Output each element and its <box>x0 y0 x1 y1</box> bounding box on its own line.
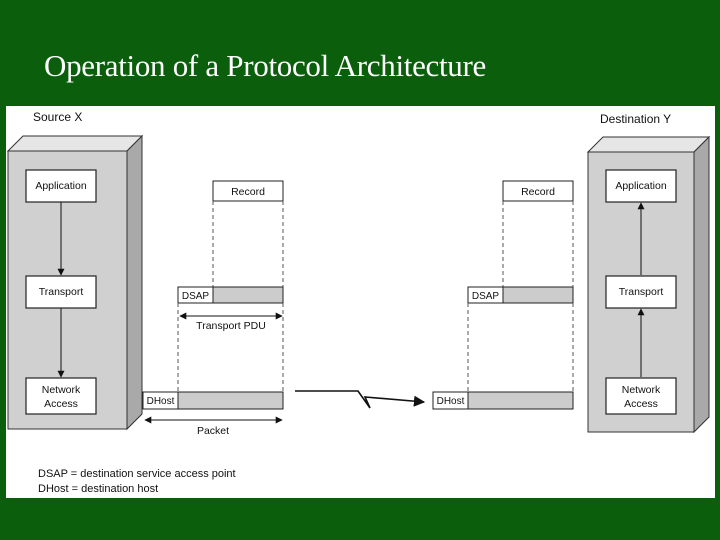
source-network-label-1: Network <box>42 384 81 396</box>
destination-label: Destination Y <box>600 112 671 126</box>
source-label: Source X <box>33 110 82 124</box>
legend-dhost: DHost = destination host <box>38 483 158 495</box>
destination-transport-label: Transport <box>619 286 664 298</box>
slide-title: Operation of a Protocol Architecture <box>44 48 486 83</box>
transport-pdu-label: Transport PDU <box>196 320 266 332</box>
source-application-box <box>25 169 97 203</box>
right-dhost-label: DHost <box>437 396 465 407</box>
source-network-label-2: Access <box>44 398 78 410</box>
source-stack-side <box>126 134 143 431</box>
destination-network-access-box <box>605 377 677 415</box>
destination-network-label-2: Access <box>624 398 658 410</box>
source-stack-top <box>6 135 144 152</box>
destination-network-label-1: Network <box>622 384 661 396</box>
right-record-label: Record <box>521 186 555 198</box>
source-transport-label: Transport <box>39 286 84 298</box>
left-dhost-label: DHost <box>147 396 175 407</box>
left-record-box <box>212 180 284 202</box>
network-transmission-arrow <box>295 390 426 409</box>
left-dsap-label: DSAP <box>182 291 210 302</box>
right-packet-payload <box>467 391 574 410</box>
legend: DSAP = destination service access point … <box>38 468 236 495</box>
destination-stack-side <box>693 135 710 434</box>
source-stack: Source X Application Transport Network A… <box>6 110 144 431</box>
left-record-label: Record <box>231 186 265 198</box>
destination-application-box <box>605 169 677 203</box>
left-transport-payload <box>212 286 284 304</box>
left-packet-payload <box>177 391 284 410</box>
left-data-units: Record DSAP Transport PDU DHost Packet <box>142 180 284 437</box>
destination-stack: Destination Y Application Transport Netw… <box>586 112 711 434</box>
right-record-box <box>502 180 574 202</box>
right-dsap-label: DSAP <box>472 291 500 302</box>
packet-label: Packet <box>197 425 229 437</box>
source-network-access-box <box>25 377 97 415</box>
right-data-units: Record DSAP DHost <box>432 180 574 410</box>
destination-application-label: Application <box>615 180 667 192</box>
destination-stack-top <box>586 136 711 153</box>
source-application-label: Application <box>35 180 87 192</box>
legend-dsap: DSAP = destination service access point <box>38 468 236 480</box>
destination-transport-box <box>605 275 677 309</box>
right-transport-payload <box>502 286 574 304</box>
protocol-architecture-diagram: Source X Application Transport Network A… <box>6 106 715 498</box>
